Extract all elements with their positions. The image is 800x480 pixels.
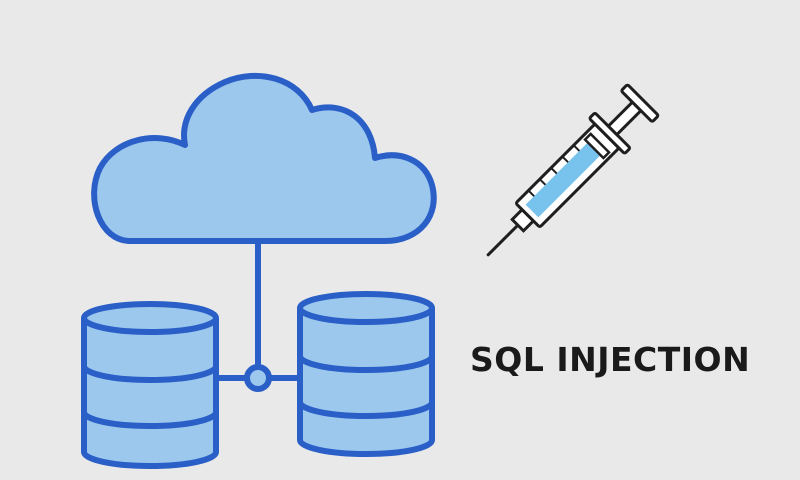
syringe-icon: [486, 83, 660, 257]
database-icon: [297, 291, 435, 457]
database-icon: [81, 301, 219, 469]
network-connector: [208, 240, 300, 392]
cloud-icon: [91, 72, 437, 244]
headline-text: SQL INJECTION: [470, 340, 751, 379]
